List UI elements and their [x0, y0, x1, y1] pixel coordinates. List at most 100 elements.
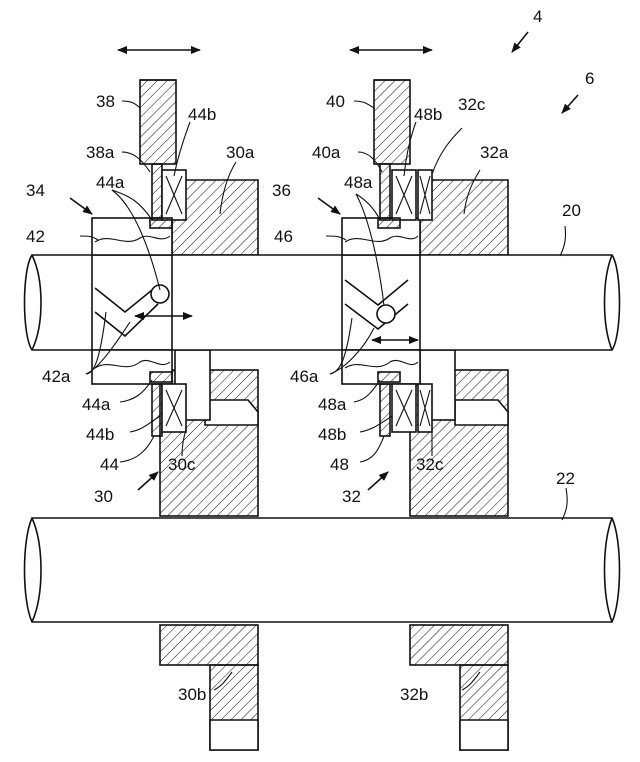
label-44b-top: 44b — [188, 105, 216, 124]
bearing-32c-top-cross — [419, 175, 431, 215]
bearing-48b-top-cross — [395, 175, 413, 215]
leader-20 — [559, 225, 567, 257]
fork-44-lower-arm — [151, 383, 163, 437]
leader-44a-bottom — [119, 379, 153, 403]
leader-42a-2 — [85, 321, 131, 375]
cam-groove-46a-upper — [344, 279, 409, 307]
label-44: 44 — [100, 455, 119, 474]
gear-32 — [409, 179, 509, 751]
ref-arrow-4 — [511, 31, 529, 53]
cam-pin-44a — [150, 284, 170, 304]
leader-40a — [357, 151, 383, 173]
label-34: 34 — [26, 181, 45, 200]
label-40a: 40a — [312, 143, 341, 162]
label-42a: 42a — [42, 367, 71, 386]
leader-42 — [79, 235, 99, 241]
leader-lines — [79, 100, 568, 691]
label-32: 32 — [342, 487, 361, 506]
fork-48a-bottom-pad — [377, 371, 401, 383]
label-32c-bottom: 32c — [416, 455, 444, 474]
bearing-44b-bottom-cross — [165, 389, 183, 427]
label-32c-top: 32c — [458, 95, 486, 114]
leader-48b-bottom — [359, 415, 393, 433]
sleeve-46-break-bottom — [344, 360, 419, 369]
shift-fork-44 — [139, 79, 187, 437]
bearing-44b-top-cross — [165, 175, 183, 215]
actuator-38 — [139, 79, 177, 165]
label-22: 22 — [556, 469, 575, 488]
leader-22 — [561, 487, 568, 521]
gear-30-lower-hub — [159, 624, 259, 666]
gear-32-tooth-tip — [459, 719, 509, 751]
shaft-22 — [23, 517, 621, 623]
leader-40 — [353, 100, 375, 109]
fork-44-upper-arm — [151, 163, 163, 221]
leader-48a-bottom — [353, 379, 381, 403]
cam-groove-46a-lower — [344, 303, 409, 331]
label-48: 48 — [330, 455, 349, 474]
label-38a: 38a — [86, 143, 115, 162]
sleeve-46-break-top — [344, 235, 419, 243]
gear-32a-upper — [419, 179, 509, 256]
leader-46a-2 — [329, 327, 375, 375]
leader-44b-top — [173, 121, 191, 177]
leader-48a-top-2 — [355, 193, 385, 307]
label-6: 6 — [585, 69, 594, 88]
leader-48 — [359, 435, 385, 463]
fork-44a-bottom-pad — [149, 371, 173, 383]
leader-32c-top — [431, 127, 463, 175]
sleeve-42-break-top — [94, 235, 171, 243]
leader-30c — [181, 429, 187, 457]
fork-48a-top-pad — [377, 217, 401, 229]
leader-30a — [219, 161, 237, 215]
gear-30-tooth-notch — [204, 399, 259, 426]
leader-32a — [463, 169, 481, 215]
leader-38 — [121, 100, 141, 109]
label-44a-bottom: 44a — [82, 395, 111, 414]
shaft-20-left-break — [31, 254, 42, 351]
label-48a-bottom: 48a — [318, 395, 347, 414]
gear-32-lower-hub — [409, 624, 509, 666]
reference-labels: 4 6 20 22 38 44b 38a 30a 34 44a 42 42a 4… — [26, 7, 594, 704]
ref-arrow-6 — [561, 94, 579, 114]
label-44b-bottom: 44b — [86, 425, 114, 444]
leader-38a — [121, 151, 151, 173]
sleeve-42-break-bottom — [94, 360, 171, 369]
shaft-22-right-break — [603, 517, 613, 623]
label-36: 36 — [272, 181, 291, 200]
leader-44 — [119, 435, 155, 463]
leader-48b-top — [403, 121, 417, 177]
gear-30 — [159, 179, 259, 751]
ref-arrow-36 — [317, 197, 341, 215]
label-20: 20 — [562, 201, 581, 220]
shaft-20 — [23, 254, 621, 351]
label-48b-bottom: 48b — [318, 425, 346, 444]
label-38: 38 — [96, 92, 115, 111]
shaft-22-left-break — [31, 517, 42, 623]
label-4: 4 — [533, 7, 542, 26]
label-30b: 30b — [178, 685, 206, 704]
label-32b: 32b — [400, 685, 428, 704]
label-30a: 30a — [226, 143, 255, 162]
label-32a: 32a — [480, 143, 509, 162]
label-48a-top: 48a — [344, 173, 373, 192]
shaft-22-body — [23, 517, 621, 623]
label-42: 42 — [26, 227, 45, 246]
cam-groove-42a-upper — [94, 287, 153, 314]
ref-arrow-34 — [69, 197, 93, 215]
gear-32-tooth-notch — [454, 399, 509, 426]
leader-46 — [325, 235, 347, 241]
ref-arrow-32 — [367, 471, 389, 491]
label-46: 46 — [274, 227, 293, 246]
leader-30b — [213, 671, 233, 691]
leader-44a-top-2 — [111, 189, 161, 291]
ref-arrow-30 — [137, 471, 159, 491]
cam-pin-48a — [376, 304, 396, 324]
shift-fork-48 — [373, 79, 433, 437]
shaft-20-right-break — [603, 254, 613, 351]
label-30c: 30c — [168, 455, 196, 474]
label-46a: 46a — [290, 367, 319, 386]
actuator-40 — [373, 79, 411, 165]
